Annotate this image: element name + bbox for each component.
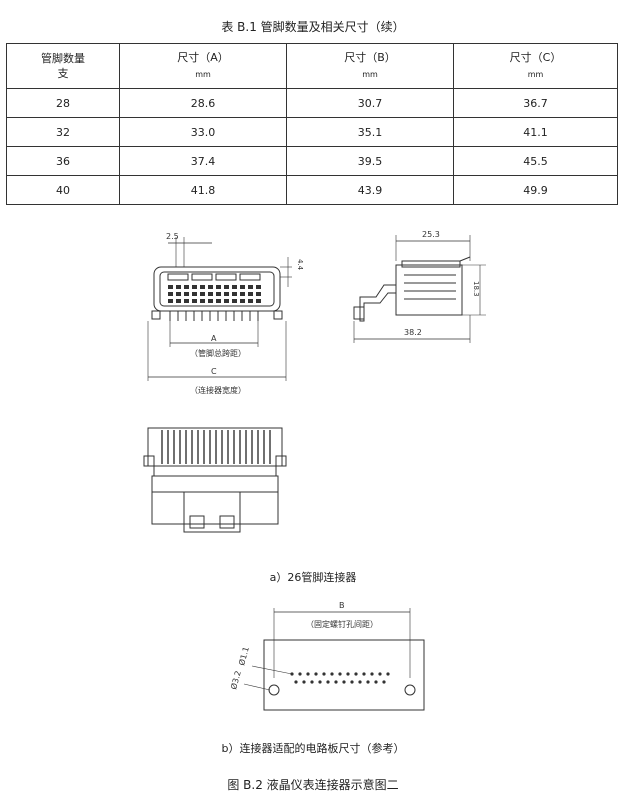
connector-top-view-drawing: [143, 427, 287, 533]
dim-b-description: （固定螺钉孔间距）: [306, 619, 378, 629]
header-dim-b: 尺寸（B） mm: [286, 43, 454, 89]
dim-c-description: （连接器宽度）: [190, 385, 246, 395]
pcb-footprint-drawing: B （固定螺钉孔间距） Ø1.1 Ø3.2: [228, 601, 425, 711]
table-cell: 36.7: [453, 88, 618, 118]
dim-a-description: （管脚总跨距）: [190, 348, 246, 358]
header-dim-c-unit: mm: [527, 70, 544, 79]
table-row: 36 37.4 39.5 45.5: [6, 146, 618, 176]
table-cell: 49.9: [453, 175, 618, 205]
connector-side-view-drawing: 25.3 18.3 38.2: [353, 230, 486, 343]
dia-large-label: Ø3.2: [228, 670, 243, 691]
table-row: 40 41.8 43.9 49.9: [6, 175, 618, 205]
table-cell: 28.6: [119, 88, 287, 118]
header-dim-c-label: 尺寸（C）: [509, 51, 562, 64]
table-cell: 36: [6, 146, 120, 176]
table-row: 32 33.0 35.1 41.1: [6, 117, 618, 147]
table-cell: 41.1: [453, 117, 618, 147]
dim-b-letter: B: [339, 601, 345, 610]
drawing-a-caption: a）26管脚连接器: [269, 571, 357, 584]
connector-front-view-drawing: 2.5 4.4 A （管脚总跨距） C （连接器宽度）: [147, 232, 304, 395]
table-title: 表 B.1 管脚数量及相关尺寸（续）: [221, 20, 405, 34]
header-dim-a: 尺寸（A） mm: [119, 43, 287, 89]
table-row: 28 28.6 30.7 36.7: [6, 88, 618, 118]
drawing-b-caption: b）连接器适配的电路板尺寸（参考）: [221, 742, 405, 755]
pin-dimension-table: 管脚数量 支 尺寸（A） mm 尺寸（B） mm 尺寸（C） mm 28 28.…: [6, 43, 618, 205]
table-cell: 28: [6, 88, 120, 118]
dim-c-letter: C: [211, 367, 217, 376]
table-cell: 30.7: [286, 88, 454, 118]
header-dim-b-unit: mm: [362, 70, 378, 79]
table-cell: 35.1: [286, 117, 454, 147]
table-cell: 45.5: [453, 146, 618, 176]
dim-top-right-label: 25.3: [422, 230, 440, 239]
figure-caption: 图 B.2 液晶仪表连接器示意图二: [227, 778, 399, 792]
table-cell: 37.4: [119, 146, 287, 176]
dim-side-label: 4.4: [296, 259, 304, 271]
table-header-row: 管脚数量 支 尺寸（A） mm 尺寸（B） mm 尺寸（C） mm: [6, 43, 618, 89]
dia-small-label: Ø1.1: [236, 646, 251, 667]
header-dim-a-label: 尺寸（A）: [177, 51, 229, 64]
dim-bottom-right-label: 38.2: [404, 328, 422, 337]
table-cell: 39.5: [286, 146, 454, 176]
dim-pitch-label: 2.5: [166, 232, 179, 241]
dim-height-right-label: 18.3: [472, 281, 480, 297]
header-dim-c: 尺寸（C） mm: [453, 43, 618, 89]
table-cell: 43.9: [286, 175, 454, 205]
header-dim-b-label: 尺寸（B）: [344, 51, 396, 64]
dim-a-letter: A: [211, 334, 217, 343]
table-cell: 33.0: [119, 117, 287, 147]
table-cell: 40: [6, 175, 120, 205]
table-cell: 32: [6, 117, 120, 147]
header-dim-a-unit: mm: [195, 70, 211, 79]
header-pin-count-label: 管脚数量 支: [41, 52, 85, 80]
table-cell: 41.8: [119, 175, 287, 205]
header-pin-count: 管脚数量 支: [6, 43, 120, 89]
